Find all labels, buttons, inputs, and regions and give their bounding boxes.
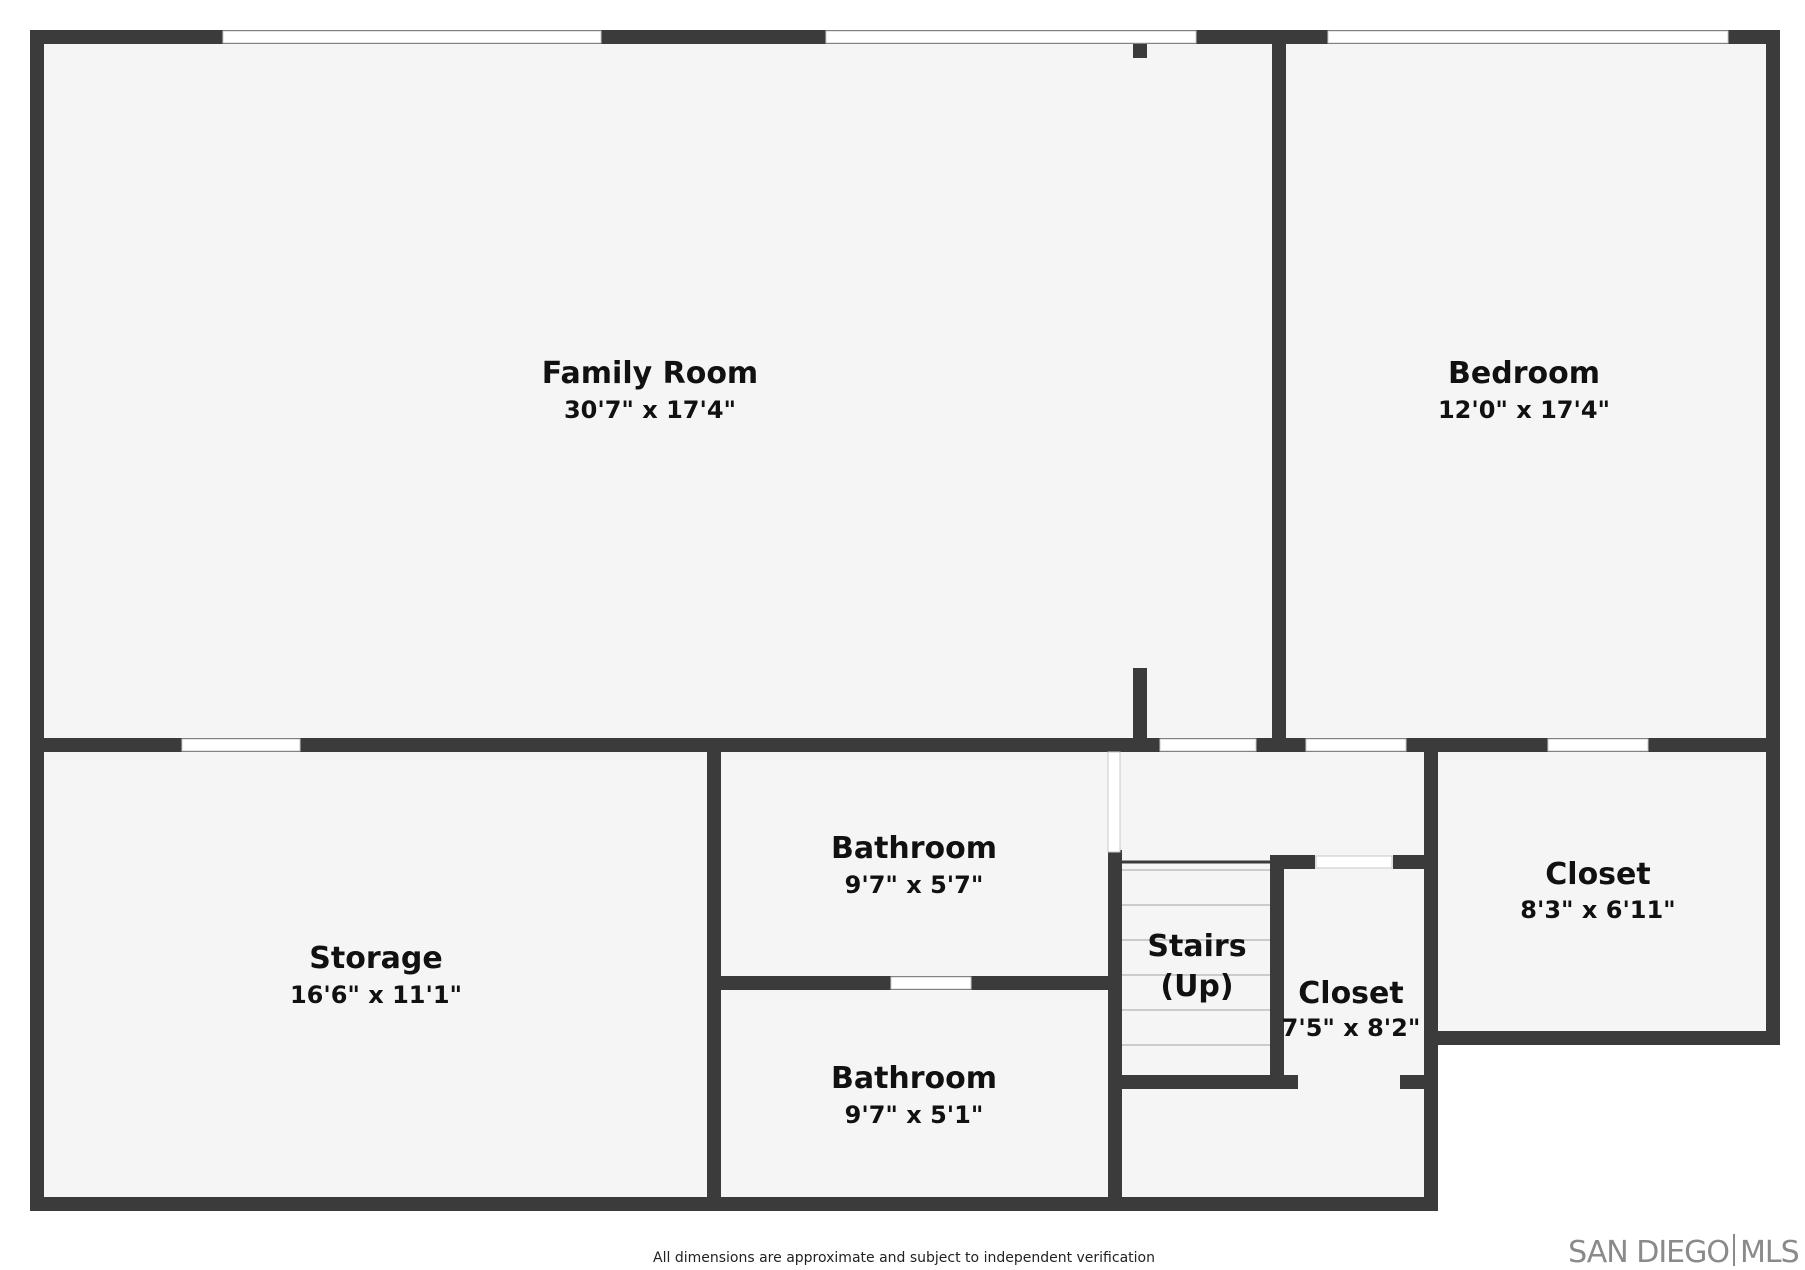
- wall-outer-bottom: [30, 1197, 1438, 1211]
- bedroom-dims: 12'0" x 17'4": [1438, 396, 1610, 424]
- wall-stub-top: [1133, 44, 1147, 58]
- floor-areas: [36, 36, 1774, 1201]
- wall-stairs-closet: [1270, 855, 1284, 1089]
- stair-treads: [1122, 860, 1270, 1046]
- windows: [181, 30, 1729, 990]
- wall-family-bedroom: [1272, 30, 1286, 752]
- bathroom-2-name: Bathroom: [831, 1061, 997, 1096]
- door-bath-hall: [1107, 751, 1121, 853]
- bathroom-1-dims: 9'7" x 5'7": [845, 871, 984, 899]
- stairs-name-line1: Stairs: [1147, 929, 1246, 964]
- closet-2-dims: 8'3" x 6'11": [1520, 896, 1675, 924]
- wall-closet-right-left: [1424, 738, 1438, 1038]
- floor-lower-left: [36, 746, 1432, 1201]
- opening-hall-1: [1159, 738, 1257, 752]
- wall-bath-stairs-lower: [1108, 850, 1122, 1211]
- wall-stairs-bottom: [1108, 1075, 1298, 1089]
- bedroom-name: Bedroom: [1448, 356, 1600, 391]
- window-top-2: [825, 30, 1197, 44]
- brand-logo: SAN DIEGO MLS: [1568, 1234, 1800, 1270]
- closet-1-dims: 7'5" x 8'2": [1282, 1014, 1421, 1042]
- stairs-name-line2: (Up): [1160, 969, 1233, 1004]
- opening-closet-right: [1547, 738, 1649, 752]
- floor-main: [36, 36, 1774, 746]
- closet-2-name: Closet: [1545, 857, 1650, 892]
- brand-divider: [1733, 1234, 1735, 1266]
- bathroom-1-name: Bathroom: [831, 831, 997, 866]
- wall-closet-door-stub: [1400, 1075, 1430, 1089]
- door-closet-top: [1315, 855, 1393, 869]
- wall-outer-right: [1766, 30, 1780, 1045]
- bathroom-2-dims: 9'7" x 5'1": [845, 1101, 984, 1129]
- floor-closet-right: [1432, 746, 1774, 1036]
- wall-closet-top-left: [1270, 855, 1315, 869]
- family-room-name: Family Room: [542, 356, 758, 391]
- closet-1-name: Closet: [1298, 976, 1403, 1011]
- wall-closet-bottom: [1424, 1031, 1780, 1045]
- room-labels: Family Room 30'7" x 17'4" Bedroom 12'0" …: [290, 356, 1676, 1129]
- wall-stub-lower: [1133, 668, 1147, 752]
- window-storage: [181, 738, 301, 752]
- brand-name-left: SAN DIEGO: [1568, 1235, 1729, 1270]
- wall-outer-left: [30, 30, 44, 1210]
- disclaimer-note: All dimensions are approximate and subje…: [653, 1250, 1155, 1266]
- storage-name: Storage: [309, 941, 442, 976]
- brand-name-right: MLS: [1740, 1235, 1799, 1270]
- window-top-1: [222, 30, 602, 44]
- window-top-3: [1327, 30, 1729, 44]
- door-between-baths: [890, 976, 972, 990]
- storage-dims: 16'6" x 11'1": [290, 981, 462, 1009]
- wall-closet-left-lower: [1424, 1031, 1438, 1211]
- opening-hall-2: [1305, 738, 1407, 752]
- wall-storage-bath: [707, 738, 721, 1211]
- family-room-dims: 30'7" x 17'4": [564, 396, 736, 424]
